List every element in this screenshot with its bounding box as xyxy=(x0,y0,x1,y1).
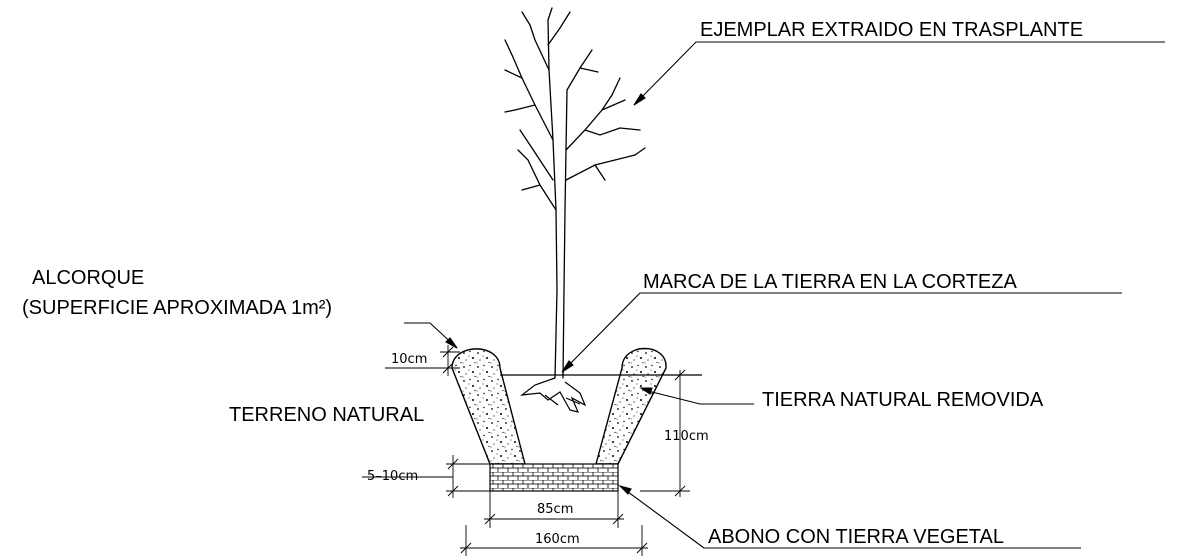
dim-bottom-width: 85cm xyxy=(537,502,574,517)
leader-lines xyxy=(404,41,1165,549)
right-berm xyxy=(595,347,667,465)
label-alcorque: ALCORQUE xyxy=(32,267,145,289)
label-abono: ABONO CON TIERRA VEGETAL xyxy=(708,526,1004,548)
label-marca-corteza: MARCA DE LA TIERRA EN LA CORTEZA xyxy=(643,271,1017,293)
label-ejemplar: EJEMPLAR EXTRAIDO EN TRASPLANTE xyxy=(700,19,1084,41)
compost-layer xyxy=(489,463,619,492)
dim-compost-layer: 5–10cm xyxy=(367,469,419,484)
label-terreno-natural: TERRENO NATURAL xyxy=(229,404,425,426)
tree xyxy=(504,7,646,379)
dim-berm-height: 10cm xyxy=(391,352,428,367)
label-tierra-removida: TIERRA NATURAL REMOVIDA xyxy=(762,389,1044,411)
root-ball xyxy=(519,377,587,413)
dim-depth: 110cm xyxy=(664,429,709,444)
left-berm xyxy=(451,348,526,465)
label-alcorque-surface: (SUPERFICIE APROXIMADA 1m²) xyxy=(22,297,333,319)
dimension-lines xyxy=(362,345,690,556)
dim-top-width: 160cm xyxy=(535,532,580,547)
